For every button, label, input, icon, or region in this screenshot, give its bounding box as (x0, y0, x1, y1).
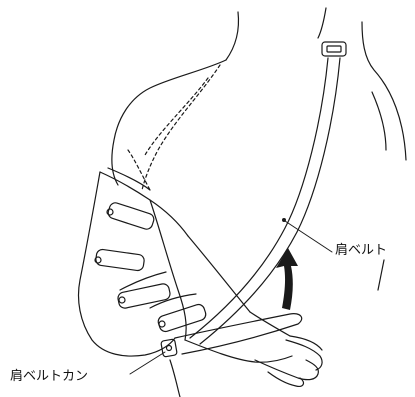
elbow-brace-shell (79, 168, 189, 356)
shoulder-belt (175, 58, 340, 354)
brace-straps (95, 201, 207, 333)
body-outline (112, 8, 406, 397)
shoulder-buckle (322, 42, 346, 56)
shoulder-belt-buckle-label: 肩ベルトカン (10, 370, 88, 383)
arm-hidden-lines (128, 65, 220, 190)
curved-up-arrow-icon (276, 248, 298, 310)
shoulder-belt-label: 肩ベルト (335, 244, 387, 257)
